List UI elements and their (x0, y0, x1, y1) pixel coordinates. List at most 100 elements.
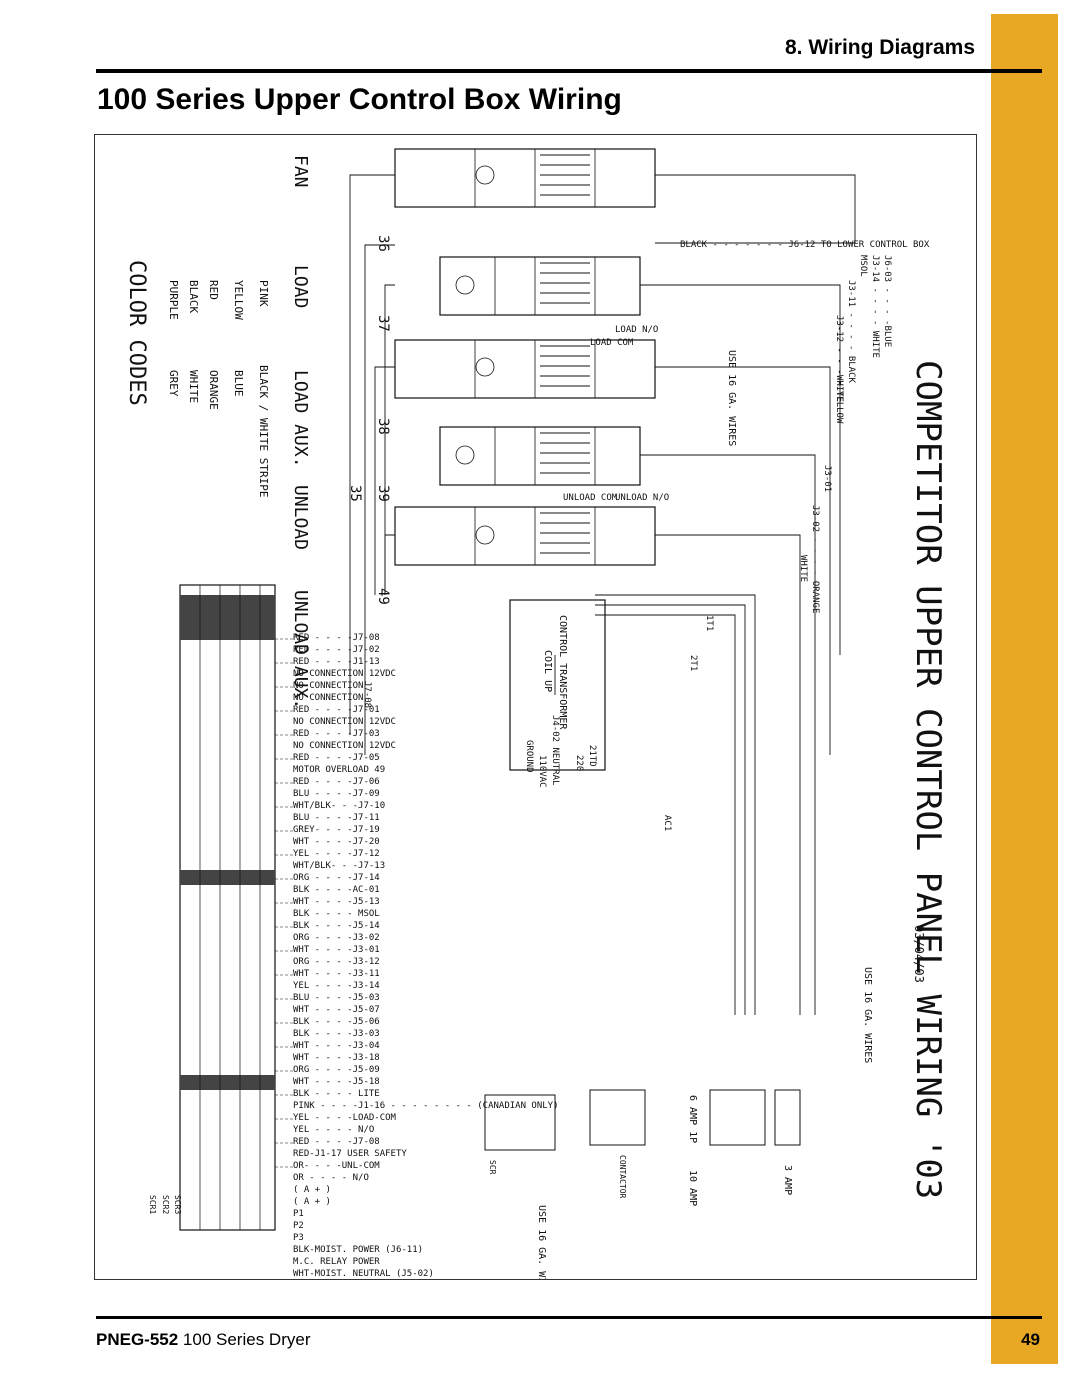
wire-label: NO CONNECTION 12VDC (293, 669, 396, 679)
contactor-37 (439, 256, 641, 316)
contactor-38 (394, 339, 656, 399)
wire-label: NO CONNECTION (293, 693, 363, 703)
page-title: 100 Series Upper Control Box Wiring (97, 83, 622, 116)
contactor-number: 39 (375, 485, 391, 502)
section-header: 8. Wiring Diagrams (784, 36, 975, 59)
wiring-diagram: CONTROL TRANSFORMER COIL UP J4-02 NEUTRA… (94, 134, 977, 1280)
load-com-label: LOAD COM (590, 338, 634, 348)
transformer-tap-ground: GROUND (524, 740, 534, 773)
wire-label: BLU - - - -J7-11 (293, 813, 380, 823)
ac1-label: AC1 (662, 815, 672, 831)
color-code-meaning: UNLOAD (290, 485, 311, 550)
transformer-tap-neutral: J4-02 NEUTRAL (550, 715, 560, 785)
contactor-number: 49 (375, 588, 391, 605)
right-wire-label: J3-11 - - - - BLACK (846, 280, 856, 384)
wire-label: WHT - - - -J3-18 (293, 1053, 380, 1063)
wire-label: BLK - - - -J3-03 (293, 1029, 380, 1039)
diagram-title: COMPETITOR UPPER CONTROL PANEL WIRING '0… (908, 360, 948, 1199)
wire-label: NO CONNECTION (293, 681, 363, 691)
wire-label: BLU - - - -J5-03 (293, 993, 380, 1003)
color-code-meaning: UNLOAD AUX. (290, 590, 311, 709)
scr-label: SCR3 (173, 1195, 182, 1214)
breaker-group (484, 1089, 801, 1151)
right-wire-label: J6-03 - - - -BLUE (882, 255, 892, 347)
wire-label: BLK - - - -J5-06 (293, 1017, 380, 1027)
wire-label: WHT - - - -J5-07 (293, 1005, 380, 1015)
color-code-legend: PINK LOAD YELLOW LOAD AUX. RED FAN BLACK… (167, 155, 311, 709)
wire-label: BLK - - - - MSOL (293, 909, 380, 919)
header-rule (96, 69, 1042, 73)
wire-label: WHT - - - -J5-13 (293, 897, 380, 907)
color-code: GREY (167, 370, 180, 397)
color-code: BLACK (187, 280, 200, 313)
load-no-label: LOAD N/O (615, 325, 658, 335)
wire-label: NO CONNECTION 12VDC (293, 741, 396, 751)
wire-label: BLK - - - -AC-01 (293, 885, 380, 895)
transformer-2t1: 2T1 (688, 655, 698, 671)
contactor-39 (439, 426, 641, 486)
wire-label: RED - - - -J7-03 (293, 729, 380, 739)
transformer-title: CONTROL TRANSFORMER (557, 615, 568, 730)
wire-label: RED-J1-17 USER SAFETY (293, 1149, 407, 1159)
transformer-tap-220: 220 (574, 755, 584, 771)
footer-rule (96, 1316, 1042, 1319)
wire-label: PINK - - - -J1-16 - - - - - - - - (CANAD… (293, 1101, 559, 1111)
right-wire-label: WHITE (798, 555, 808, 582)
black-to-lower-label: BLACK - - - - - - - J6-12 TO LOWER CONTR… (680, 240, 930, 250)
contactor-number: 37 (375, 315, 391, 332)
terminal-wire-labels: RED - - - -J7-08 RED - - - -J7-02 RED - … (293, 633, 559, 1279)
right-wire-label: J3-02 - - - - ORANGE (810, 505, 820, 613)
wire-label: ORG - - - -J3-02 (293, 933, 380, 943)
wire-label: BLK - - - -J5-14 (293, 921, 380, 931)
contactor-bank (394, 148, 656, 566)
wire-label: M.C. RELAY POWER (293, 1257, 380, 1267)
jumper-label: J7-08 (362, 681, 372, 708)
wire-label: RED - - - -J7-05 (293, 753, 380, 763)
wire-gauge-note: USE 16 GA. WIRES (536, 1205, 547, 1279)
wire-label: BLK - - - - LITE (293, 1089, 380, 1099)
transformer-tap-21td: 21TD (587, 745, 597, 767)
contactor-35 (394, 506, 656, 566)
color-code: PURPLE (167, 280, 180, 320)
color-code-meaning: LOAD (290, 265, 311, 308)
contactor-number: 36 (375, 235, 391, 252)
doc-code: PNEG-552 (96, 1330, 179, 1349)
wire-label: WHT - - - -J7-20 (293, 837, 380, 847)
wire-label: ( A + ) (293, 1197, 331, 1207)
transformer-1t1: 1T1 (704, 615, 714, 631)
wiring-diagram-svg: CONTROL TRANSFORMER COIL UP J4-02 NEUTRA… (124, 148, 948, 1279)
wire-label: WHT - - - -J3-04 (293, 1041, 380, 1051)
wire-label: RED - - - -J1-13 (293, 657, 380, 667)
wire-label: WHT - - - -J3-11 (293, 969, 380, 979)
contactor-number: 35 (347, 485, 363, 502)
color-code: RED (207, 280, 220, 300)
fuse-label-6amp: 6 AMP 1P (687, 1095, 698, 1143)
wire-label: NO CONNECTION 12VDC (293, 717, 396, 727)
wire-gauge-note: USE 16 GA. WIRES (862, 967, 873, 1063)
color-code: BLACK / WHITE STRIPE (257, 365, 270, 497)
color-code: ORANGE (207, 370, 220, 410)
scr-label: SCR1 (148, 1195, 157, 1214)
fuse-label-3amp: 3 AMP (782, 1165, 793, 1195)
wire-label: WHT-MOIST. NEUTRAL (J5-02) (293, 1269, 434, 1279)
transformer-tap-110: 110VAC (537, 755, 547, 788)
doc-name: 100 Series Dryer (178, 1330, 311, 1349)
right-wire-label: MSOL (858, 255, 868, 277)
wire-label: RED - - - -J7-01 (293, 705, 380, 715)
color-code-meaning: FAN (290, 155, 311, 188)
wire-label: YEL - - - -J7-12 (293, 849, 380, 859)
wire-label: GREY- - - -J7-19 (293, 825, 380, 835)
wire-label: RED - - - -J7-08 (293, 633, 380, 643)
right-wire-label: WHITE (834, 375, 844, 402)
unload-com-label: UNLOAD COM (563, 493, 618, 503)
wire-label: ORG - - - -J3-12 (293, 957, 380, 967)
wire-label: YEL - - - -LOAD-COM (293, 1113, 397, 1123)
wire-label: P3 (293, 1233, 304, 1243)
right-wire-label: J3-12 - - - - YELLOW (834, 315, 844, 424)
wire-label: BLK-MOIST. POWER (J6-11) (293, 1245, 423, 1255)
wire-label: RED - - - -J7-02 (293, 645, 380, 655)
color-code-meaning: LOAD AUX. (290, 370, 311, 468)
section-tab (991, 14, 1058, 1364)
right-wire-label: J3-14 - - - - WHITE (870, 255, 880, 358)
wire-label: P1 (293, 1209, 304, 1219)
